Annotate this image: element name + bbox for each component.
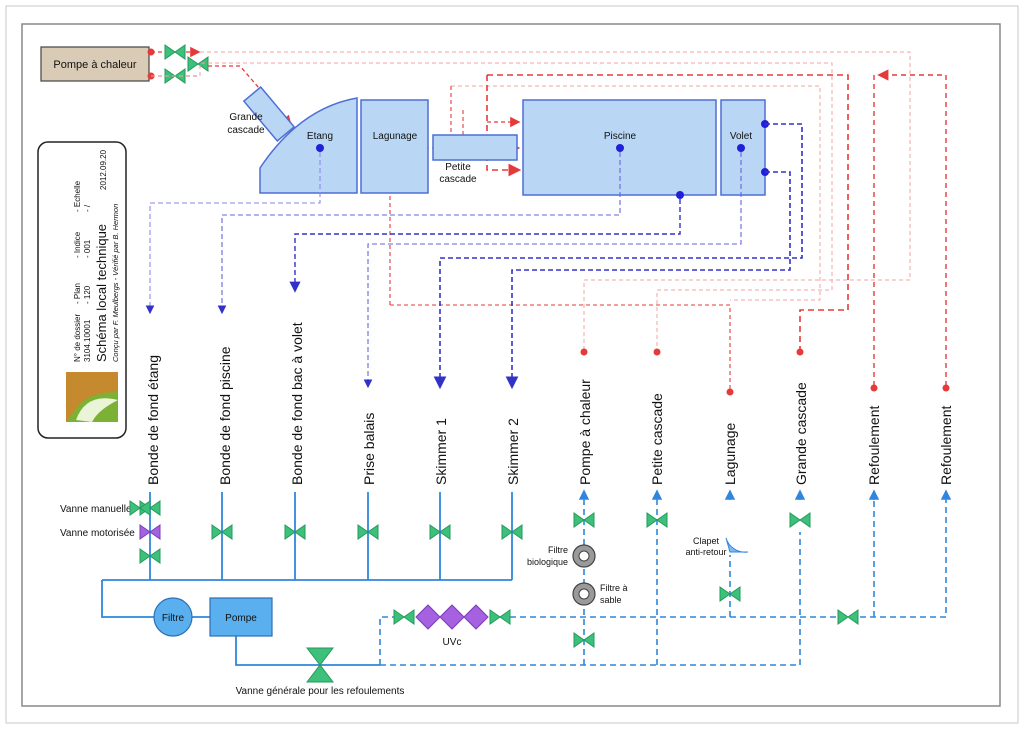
- legend-manual-label: Vanne manuelle: [60, 504, 132, 515]
- return-endpoints: [580, 348, 950, 396]
- title-block-subtitle: Conçu par F. Meulbergs - Vérifié par B. …: [111, 204, 120, 362]
- sand-filter-label-2: sable: [600, 595, 622, 605]
- lagunage-label: Lagunage: [373, 131, 418, 142]
- filter: [153, 597, 193, 637]
- line-labels: Bonde de fond étang Bonde de fond piscin…: [145, 322, 954, 485]
- etang-label: Etang: [307, 131, 333, 142]
- title-block-col4-value: - /: [83, 204, 92, 212]
- valve-etang-motor[interactable]: [139, 524, 161, 540]
- volet-label: Volet: [730, 131, 752, 142]
- petite-cascade-label-1: Petite: [445, 162, 471, 173]
- grande-cascade-label-1: Grande: [229, 112, 263, 123]
- heat-pump-routing: [151, 51, 911, 350]
- filter-label: Filtre: [162, 613, 185, 624]
- line-label-7: Petite cascade: [649, 393, 665, 485]
- check-valve-label-2: anti-retour: [685, 547, 726, 557]
- line-label-2: Bonde de fond bac à volet: [289, 322, 305, 485]
- uvc-unit: [415, 604, 489, 630]
- line-label-10: Refoulement: [866, 406, 882, 485]
- pump-label: Pompe: [225, 613, 257, 624]
- legend-motor-label: Vanne motorisée: [60, 528, 135, 539]
- bio-filter-label-1: Filtre: [548, 545, 568, 555]
- line-label-0: Bonde de fond étang: [145, 355, 161, 485]
- line-label-1: Bonde de fond piscine: [217, 346, 233, 485]
- pump: [209, 597, 273, 637]
- line-label-4: Skimmer 1: [433, 418, 449, 485]
- inner-frame: [21, 23, 1001, 707]
- tank-grande-cascade: [242, 85, 296, 143]
- title-block-date: 2012.09.20: [99, 149, 108, 190]
- grande-cascade-label-2: cascade: [227, 125, 265, 136]
- line-label-8: Lagunage: [722, 422, 738, 485]
- bio-filter-label-2: biologique: [527, 557, 568, 567]
- line-label-5: Skimmer 2: [505, 418, 521, 485]
- sand-filter-label-1: Filtre à: [600, 583, 628, 593]
- check-valve-label-1: Clapet: [693, 536, 720, 546]
- title-block-col4-label: - Echelle: [73, 180, 82, 212]
- heat-pump-box: [40, 46, 150, 82]
- line-label-9: Grande cascade: [793, 382, 809, 485]
- heat-pump-label: Pompe à chaleur: [53, 59, 136, 71]
- title-block-col2-label: - Plan: [73, 283, 82, 304]
- uvc-label: UVc: [443, 637, 462, 648]
- title-block-col2-value: - 120: [83, 285, 92, 304]
- petite-cascade-label-2: cascade: [439, 174, 477, 185]
- logo: [66, 372, 118, 422]
- title-block: N° de dossier 3104.10001 - Plan - 120 - …: [37, 141, 127, 439]
- main-valve[interactable]: [305, 647, 335, 683]
- title-block-col1-value: 3104.10001: [83, 319, 92, 362]
- line-label-11: Refoulement: [938, 406, 954, 485]
- suction-pipes: [101, 492, 513, 666]
- tank-lagunage: [360, 99, 429, 194]
- title-block-col3-label: - Indice: [73, 231, 82, 258]
- title-block-title: Schéma local technique: [94, 224, 109, 362]
- line-label-6: Pompe à chaleur: [577, 379, 593, 485]
- check-valve: [725, 537, 749, 553]
- line-label-3: Prise balais: [361, 413, 377, 485]
- tank-petite-cascade: [432, 134, 518, 161]
- title-block-col3-value: - 001: [83, 239, 92, 258]
- title-block-col1-label: N° de dossier: [73, 314, 82, 362]
- tank-etang: [259, 97, 358, 194]
- main-valve-label: Vanne générale pour les refoulements: [236, 686, 405, 697]
- piscine-label: Piscine: [604, 131, 637, 142]
